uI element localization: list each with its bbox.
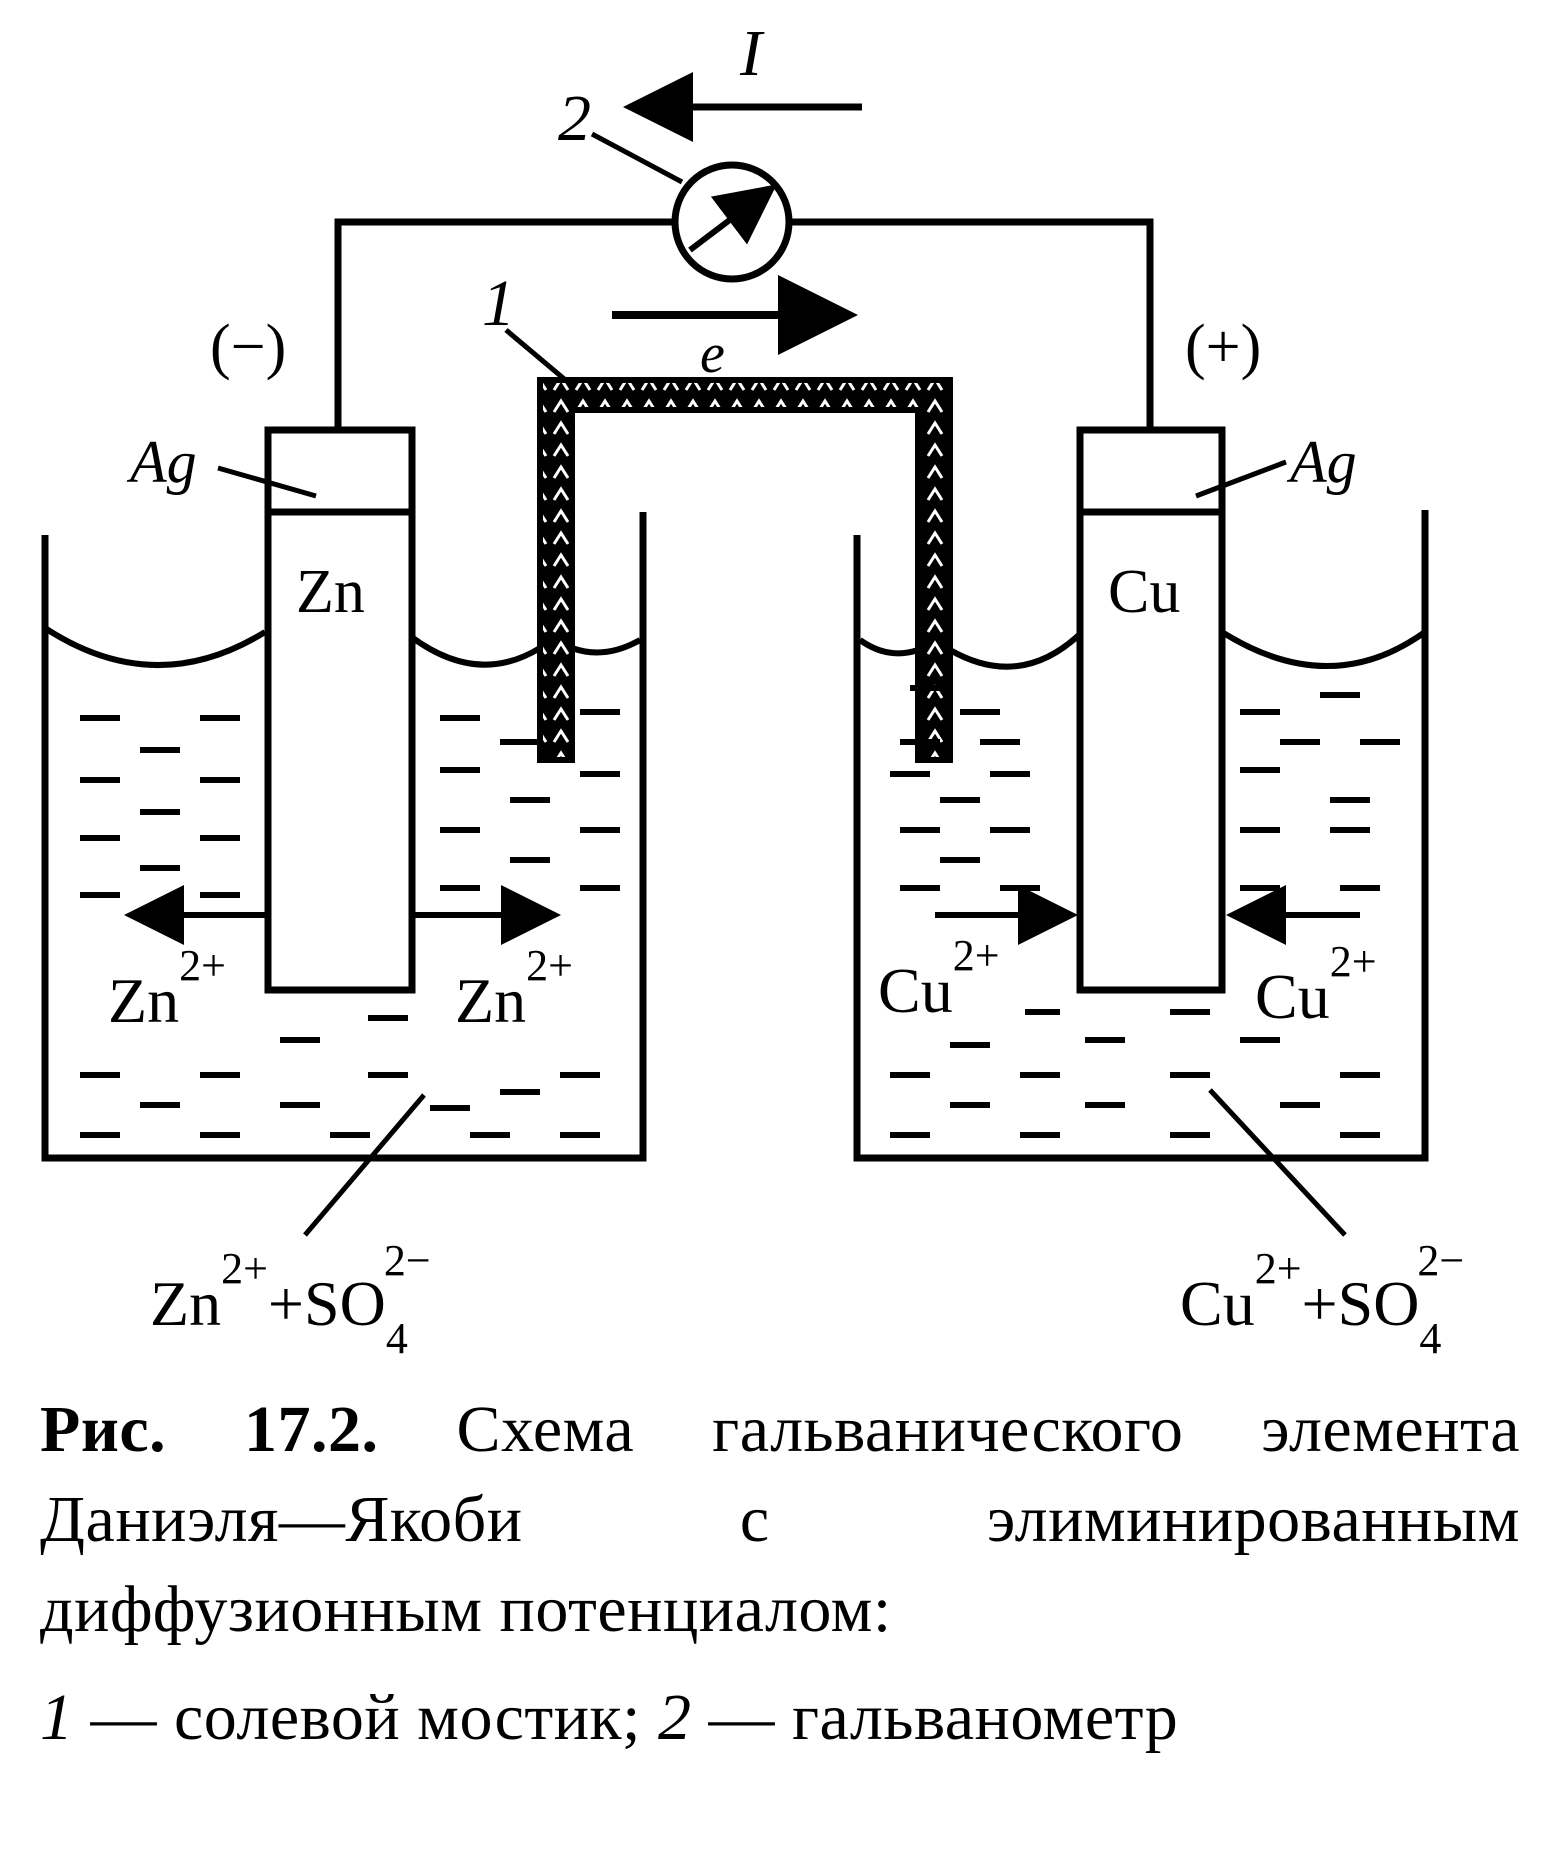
caption-text: Схема гальванического элемента Даниэля—Я…	[40, 1393, 1520, 1646]
zinc-ion-label-left: Zn2+	[108, 941, 226, 1036]
electron-label: e	[700, 323, 725, 385]
caption-main: Рис. 17.2. Схема гальванического элемент…	[40, 1385, 1520, 1655]
right-solution-dashes	[890, 685, 1400, 1138]
zinc-solution-label: Zn2++SO42−	[150, 1236, 431, 1363]
galvanometer-needle	[688, 184, 777, 253]
zinc-electrode	[264, 426, 416, 994]
current-label: I	[739, 17, 765, 90]
zinc-half-cell: Zn Ag Zn2+ Zn2+	[41, 426, 647, 1237]
copper-ion-label-right: Cu2+	[1255, 937, 1377, 1032]
galvanometer-leader	[590, 131, 684, 185]
left-solution-surface	[43, 625, 642, 668]
ag-leader-right	[1195, 459, 1287, 499]
copper-electrode-label: Cu	[1108, 558, 1180, 626]
left-beaker	[41, 512, 647, 1162]
copper-half-cell: Cu Ag Cu2+ Cu2+	[853, 426, 1429, 1237]
copper-ion-label-left: Cu2+	[878, 931, 1000, 1026]
zinc-solution-leader	[303, 1093, 426, 1237]
copper-solution-label: Cu2++SO42−	[1180, 1236, 1464, 1363]
legend-item-2-text: — гальванометр	[691, 1681, 1179, 1754]
ag-label-left: Ag	[126, 429, 197, 495]
left-solution-dashes	[80, 709, 620, 1138]
legend-item-1-text: — солевой мостик;	[73, 1681, 658, 1754]
figure-caption: Рис. 17.2. Схема гальванического элемент…	[40, 1385, 1520, 1763]
figure-label: Рис. 17.2.	[40, 1393, 379, 1466]
galvanometer-number: 2	[558, 82, 591, 155]
zinc-electrode-label: Zn	[296, 558, 365, 626]
right-solution-surface	[858, 629, 1427, 670]
plus-terminal-label: (+)	[1185, 313, 1261, 381]
ag-label-right: Ag	[1286, 429, 1357, 495]
right-beaker	[853, 510, 1429, 1162]
external-circuit-wire	[334, 218, 676, 430]
salt-bridge	[537, 377, 953, 763]
legend-item-1-number: 1	[40, 1681, 74, 1754]
external-circuit-wire-right	[788, 218, 1154, 430]
zinc-ion-label-right: Zn2+	[455, 941, 573, 1036]
daniell-cell-diagram: I 2 e (−) (+) 1	[41, 17, 1464, 1363]
salt-bridge-number: 1	[482, 267, 515, 340]
copper-solution-leader	[1208, 1088, 1347, 1237]
legend-item-2-number: 2	[657, 1681, 692, 1754]
minus-terminal-label: (−)	[210, 313, 286, 381]
copper-electrode	[1076, 426, 1226, 994]
caption-legend: 1 — солевой мостик; 2 — гальванометр	[40, 1673, 1520, 1763]
ag-leader-left	[217, 465, 317, 499]
